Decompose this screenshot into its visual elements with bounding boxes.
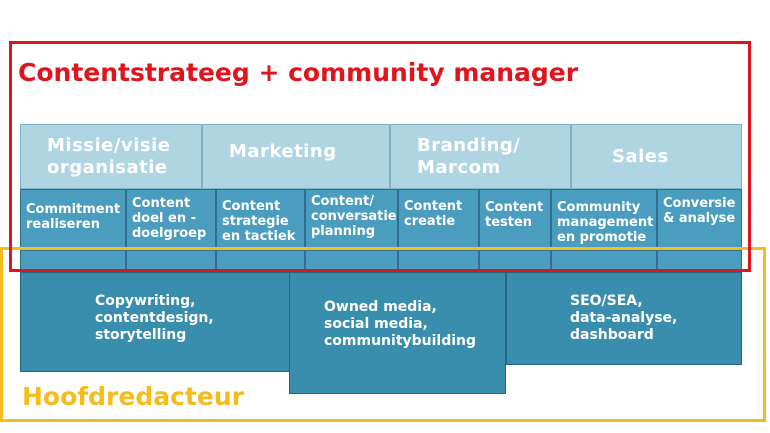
top-cell-line: Marcom [417,156,501,178]
top-cell-line: Marketing [229,141,337,162]
mid-cell-line: Content/ [311,194,374,209]
hoofdredacteur-frame [0,247,766,422]
bottom-box-copywriting: Copywriting, contentdesign, storytelling [20,272,290,372]
mid-cell-line: testen [485,215,533,230]
bottom-box-line: storytelling [95,327,187,343]
top-cell-sales: Sales [571,124,742,189]
mid-cell-line: creatie [404,214,456,229]
mid-cell-line: Community [557,200,641,215]
bottom-box-seo: SEO/SEA, data-analyse, dashboard [506,272,742,365]
mid-cell-line: Content [404,199,463,214]
mid-cell-content-conversatie: Content/ conversatie planning [305,189,398,250]
top-cell-line: Sales [612,145,669,167]
mid-cell-commitment: Commitment realiseren [20,189,126,250]
mid-cell-line: Conversie [663,196,736,211]
mid-cell-line: strategie [222,214,289,229]
mid-cell-line: Content [132,196,191,211]
bottom-box-line: dashboard [570,327,654,343]
mid-cell-community: Community management en promotie [551,189,657,250]
mid-cell-line: Content [485,200,544,215]
top-cell-missie: Missie/visie organisatie [20,124,202,189]
contentstrateeg-frame [9,41,751,272]
mid-cell-line: en tactiek [222,229,296,244]
mid-cell-conversie: Conversie & analyse [657,189,742,250]
mid-cell-content-strategie: Content strategie en tactiek [216,189,305,250]
contentstrateeg-title: Contentstrateeg + community manager [18,58,579,87]
mid-cell-line: & analyse [663,211,736,226]
top-cell-branding: Branding/ Marcom [390,124,571,189]
mid-cell-line: conversatie [311,209,397,224]
hoofdredacteur-title: Hoofdredacteur [22,382,244,411]
bottom-box-line: communitybuilding [324,333,477,349]
mid-cell-line: doelgroep [132,226,207,241]
mid-cell-line: Content [222,199,281,214]
mid-cell-line: en promotie [557,230,647,245]
mid-cell-line: doel en - [132,211,197,226]
top-cell-line: organisatie [47,156,168,178]
mid-cell-content-creatie: Content creatie [398,189,479,250]
bottom-box-line: Copywriting, [95,293,196,309]
mid-cell-line: Commitment [26,202,121,217]
top-cell-line: Missie/visie [47,134,171,156]
bottom-box-line: Owned media, [324,299,437,315]
bottom-box-line: social media, [324,316,428,332]
top-cell-marketing: Marketing [202,124,390,189]
mid-cell-line: management [557,215,654,230]
mid-cell-line: realiseren [26,217,100,232]
bottom-box-line: contentdesign, [95,310,214,326]
mid-cell-line: planning [311,224,376,239]
bottom-box-line: data-analyse, [570,310,678,326]
bottom-box-line: SEO/SEA, [570,293,643,309]
bottom-box-owned-media: Owned media, social media, communitybuil… [289,272,506,394]
top-cell-line: Branding/ [417,134,521,156]
